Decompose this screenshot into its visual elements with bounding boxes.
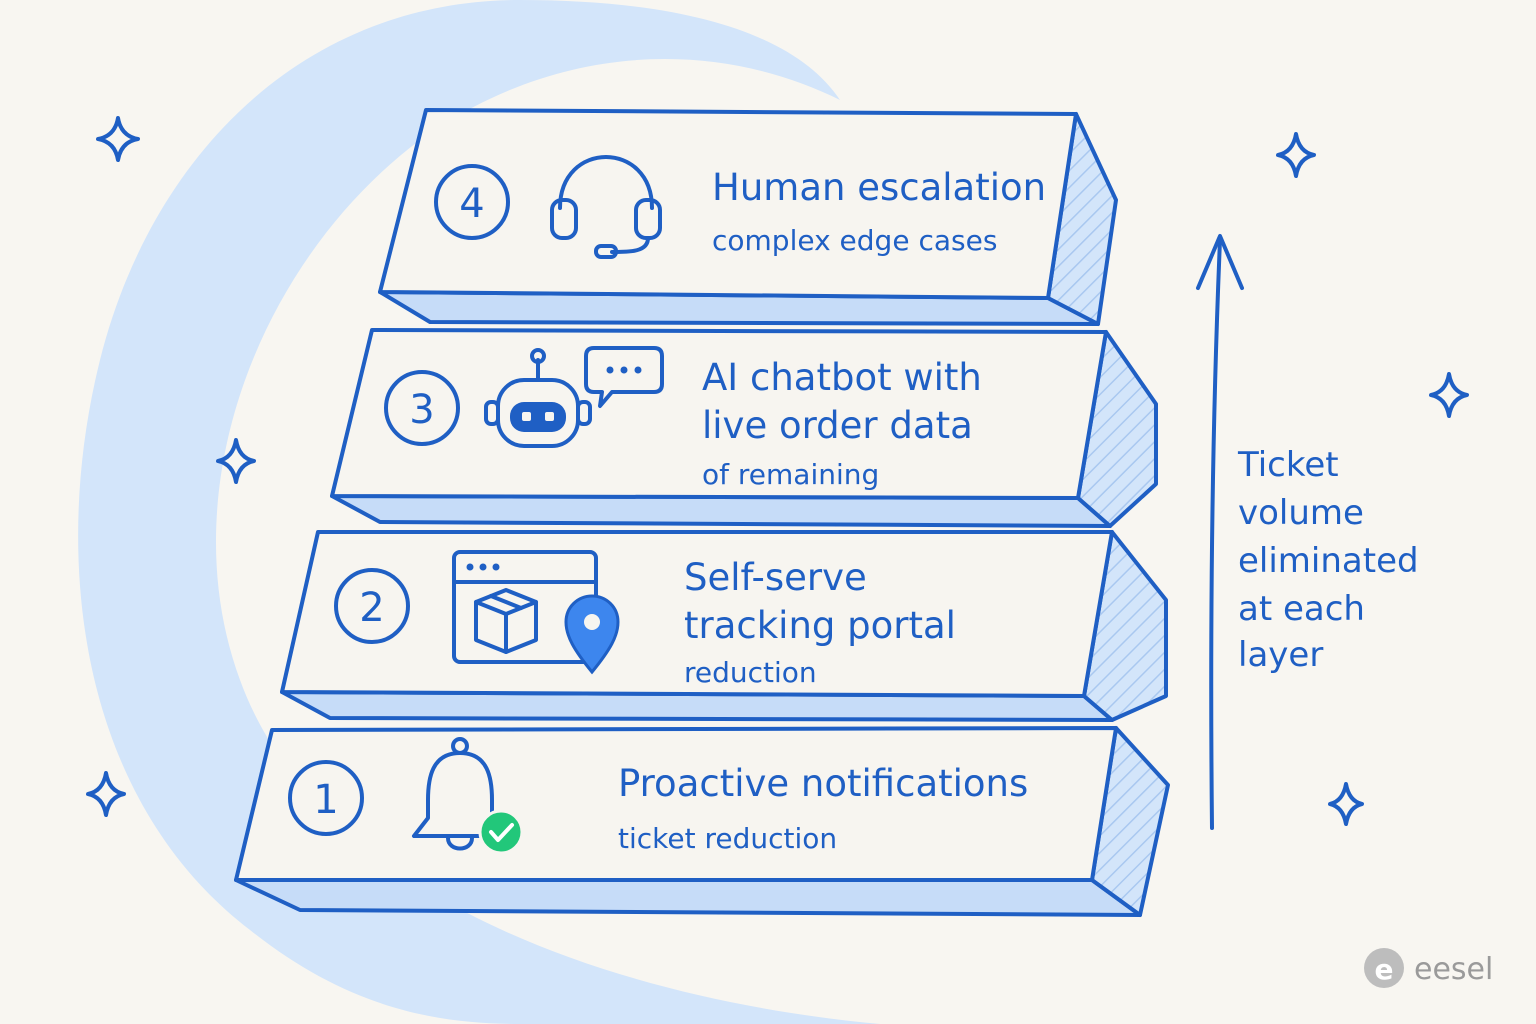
layer-3-block	[330, 328, 1158, 528]
sparkle-icon	[1328, 782, 1364, 826]
brand-name: eesel	[1414, 952, 1493, 987]
sparkle-icon	[86, 771, 126, 817]
layer-2-block	[280, 530, 1168, 722]
arrow-label-line-1: Ticket	[1237, 445, 1339, 485]
layer-4-number-badge: 4	[434, 164, 510, 240]
arrow-label-line-3: eliminated	[1238, 541, 1419, 581]
sparkle-icon	[1276, 132, 1316, 178]
layer-3-title-line-2: live order data	[702, 404, 973, 447]
location-pin-icon	[564, 594, 620, 675]
svg-text:4: 4	[459, 181, 484, 227]
svg-text:1: 1	[313, 777, 338, 823]
sparkle-icon	[96, 116, 140, 162]
svg-text:2: 2	[359, 585, 384, 631]
svg-text:e: e	[1375, 953, 1394, 986]
headset-icon	[550, 155, 662, 259]
tracking-portal-icon	[452, 550, 620, 675]
layer-4-title: Human escalation	[712, 166, 1046, 209]
layer-1-block	[234, 726, 1170, 917]
sparkle-icon	[1429, 372, 1469, 418]
layer-4-subtitle: complex edge cases	[712, 224, 997, 257]
layer-1-subtitle: ticket reduction	[618, 822, 837, 855]
layer-4-block	[378, 108, 1118, 326]
layer-3-subtitle: of remaining	[702, 458, 879, 491]
layer-2-number-badge: 2	[334, 568, 410, 644]
layer-3-title-line-1: AI chatbot with	[702, 356, 982, 399]
arrow-label-line-5: layer	[1238, 635, 1323, 675]
arrow-label-line-2: volume	[1238, 493, 1364, 533]
layer-1-title: Proactive notifications	[618, 762, 1028, 805]
layer-2-title-line-2: tracking portal	[684, 604, 956, 647]
layer-1-number-badge: 1	[288, 760, 364, 836]
layer-2-title-line-1: Self-serve	[684, 556, 867, 599]
svg-text:3: 3	[409, 387, 434, 433]
chatbot-icon	[484, 346, 664, 448]
bell-check-icon	[412, 737, 524, 855]
layer-2-subtitle: reduction	[684, 656, 817, 689]
sparkle-icon	[216, 438, 256, 484]
eesel-logo: e	[1364, 948, 1404, 988]
layer-3-number-badge: 3	[384, 370, 460, 446]
upward-arrow	[1196, 234, 1244, 830]
arrow-label-line-4: at each	[1238, 589, 1365, 629]
